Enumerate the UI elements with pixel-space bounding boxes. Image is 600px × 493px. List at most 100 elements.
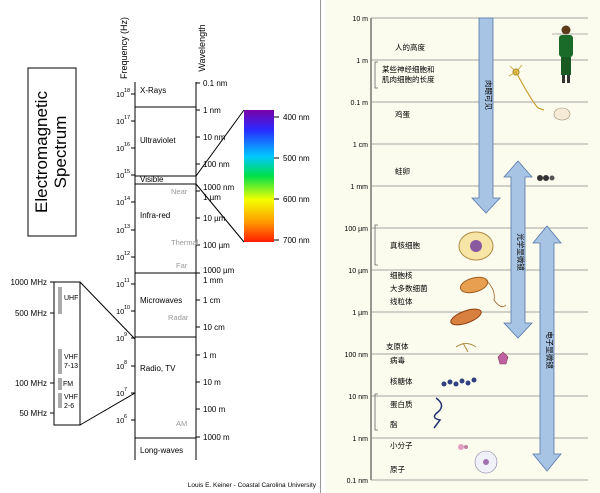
band-labels: X-Rays Ultraviolet Visible Near Infra-re… [140,86,199,455]
radio-band-uhf: UHF [64,295,78,302]
electron-microscope-label: 电子显微镜 [545,331,555,369]
title-box [27,67,77,237]
scale-tick: 0.1 m [350,100,368,107]
band-longwaves: Long-waves [140,446,183,455]
eukaryotic-cell-illustration [458,231,494,261]
radio-tick: 1000 MHz [11,278,47,287]
scale-tick: 10 nm [349,394,369,401]
radio-band-vhf-low: VHF [64,394,78,401]
radio-tick: 50 MHz [19,409,47,418]
frequency-tick-labels: 10 18 10 17 10 16 10 15 10 14 10 13 10 1… [116,88,130,425]
visible-tick: 500 nm [283,154,310,163]
label-mitochondria: 线粒体 [390,296,413,306]
mitochondrion-illustration [450,308,482,326]
freq-tick: 10 [116,280,124,289]
freq-tick: 10 [116,253,124,262]
visible-tick: 400 nm [283,113,310,122]
freq-exp: 9 [124,332,127,338]
freq-tick: 10 [116,389,124,398]
freq-exp: 17 [124,115,130,121]
em-spectrum-diagram: Electromagnetic Spectrum Frequency (Hz) … [11,17,317,489]
radio-tick: 500 MHz [15,309,47,318]
wave-tick: 1 cm [203,296,221,305]
scale-tick-labels: 10 m 1 m 0.1 m 1 cm 1 mm 100 µm 10 µm 1 … [345,16,369,485]
visible-tick: 600 nm [283,195,310,204]
freq-exp: 8 [124,360,127,366]
band-ultraviolet: Ultraviolet [140,136,176,145]
visible-spectrum-bar [244,110,274,242]
em-spectrum-panel: Electromagnetic Spectrum Frequency (Hz) … [10,0,321,493]
freq-tick: 10 [116,144,124,153]
band-am: AM [176,419,187,428]
scale-tick: 0.1 nm [347,478,369,485]
bacterium-illustration [459,276,507,308]
label-protein: 蛋白质 [390,399,413,409]
freq-tick: 10 [116,198,124,207]
label-bacteria: 大多数细菌 [390,283,428,293]
wave-tick: 1 µm [203,193,221,202]
label-human-height: 人的高度 [395,42,425,52]
scale-tick: 100 nm [345,352,369,359]
wave-tick: 1 mm [203,276,223,285]
light-microscope-label: 光学显微镜 [516,233,526,271]
freq-exp: 12 [124,251,130,257]
wave-tick: 100 m [203,405,226,414]
wave-tick: 10 nm [203,133,226,142]
freq-exp: 7 [124,387,127,393]
freq-tick: 10 [116,362,124,371]
band-near-ir: Near [171,187,188,196]
wave-tick: 1 nm [203,106,221,115]
frog-egg-illustration [537,175,555,181]
wave-tick: 100 µm [203,241,230,250]
label-small-molecules: 小分子 [390,441,413,450]
freq-exp: 16 [124,142,130,148]
scale-tick: 10 µm [348,268,368,275]
band-xrays: X-Rays [140,86,166,95]
label-virus: 病毒 [390,355,405,365]
visible-connector-top [195,109,245,177]
freq-exp: 11 [124,278,130,284]
visible-tick-labels: 400 nm 500 nm 600 nm 700 nm [283,113,310,245]
radio-band-vhf-low-channels: 2-6 [64,403,74,410]
scale-tick: 1 m [356,58,368,65]
light-microscope-arrow: 光学显微镜 [503,160,533,339]
freq-tick: 10 [116,226,124,235]
freq-exp: 10 [124,305,130,311]
scale-tick: 1 nm [352,436,368,443]
band-radar: Radar [168,313,189,322]
freq-tick: 10 [116,90,124,99]
scale-tick: 1 µm [352,310,368,317]
wave-tick: 100 nm [203,160,230,169]
ribosome-illustration [441,377,477,387]
label-atoms: 原子 [390,465,405,474]
scale-tick: 10 m [352,16,368,23]
wave-tick: 1 m [203,351,217,360]
label-frog-egg: 蛙卵 [395,166,410,176]
label-nucleus: 细胞核 [390,270,413,280]
wave-tick: 1000 m [203,433,230,442]
naked-eye-arrow: 肉眼可见 [471,17,501,214]
wave-tick: 0.1 nm [203,79,228,88]
label-eukaryotic-cell: 真核细胞 [390,240,420,250]
scale-tick: 1 mm [351,184,369,191]
radio-band-bars [58,287,62,408]
freq-tick: 10 [116,117,124,126]
wave-tick: 10 µm [203,214,226,223]
radio-connector-bottom [79,392,136,426]
label-ribosome: 核糖体 [390,376,413,386]
protein-illustration [433,397,443,429]
naked-eye-label: 肉眼可见 [484,80,494,110]
frequency-axis-label: Frequency (Hz) [119,17,129,79]
radio-band-vhf-high-channels: 7-13 [64,363,78,370]
visible-ticks [274,116,279,241]
small-molecule-illustration [458,444,468,450]
scale-tick: 1 cm [353,142,368,149]
freq-tick: 10 [116,307,124,316]
freq-tick: 10 [116,171,124,180]
freq-tick: 10 [116,416,124,425]
wavelength-tick-labels: 0.1 nm 1 nm 10 nm 100 nm 1000 nm 1 µm 10… [203,79,235,442]
radio-tick-labels: 1000 MHz 500 MHz 100 MHz 50 MHz [11,278,47,418]
freq-tick: 10 [116,334,124,343]
neuron-illustration [508,64,545,111]
freq-exp: 14 [124,196,130,202]
